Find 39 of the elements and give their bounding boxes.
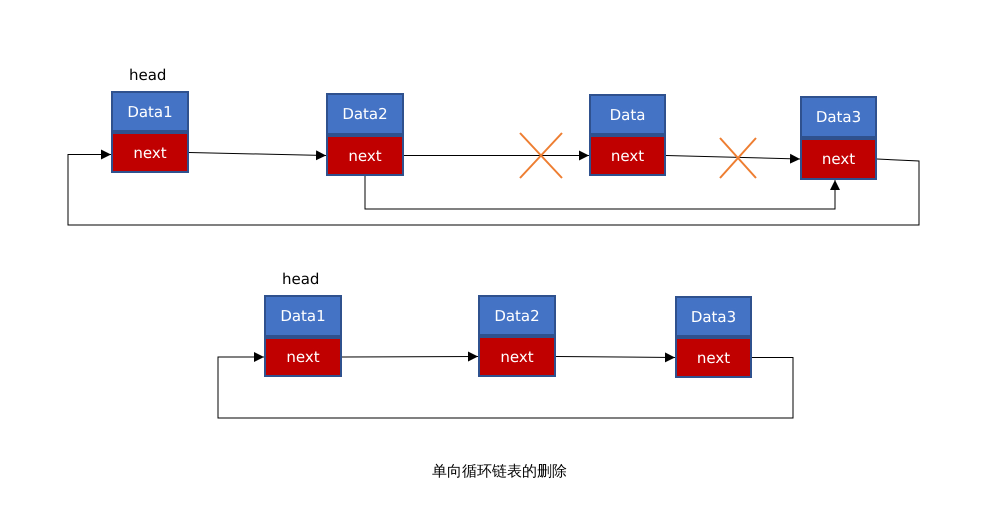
cell-label: Data2 bbox=[342, 105, 388, 123]
pointer-cell bbox=[478, 336, 556, 377]
pointer-label: head bbox=[282, 270, 320, 288]
cell-label: next bbox=[500, 348, 534, 366]
arrow bbox=[404, 150, 590, 160]
cell-label: Data3 bbox=[690, 308, 736, 326]
pointer-cell bbox=[111, 132, 189, 173]
pointer-label: head bbox=[129, 66, 166, 84]
cell-label: next bbox=[286, 348, 320, 366]
arrow bbox=[218, 352, 794, 418]
data-cell bbox=[264, 295, 342, 337]
arrow bbox=[188, 150, 326, 160]
cell-label: Data3 bbox=[816, 108, 862, 126]
cell-label: next bbox=[133, 144, 167, 162]
cell-label: next bbox=[348, 146, 382, 164]
pointer-cell bbox=[589, 135, 666, 176]
cell-label: next bbox=[822, 150, 856, 168]
arrow bbox=[556, 352, 676, 362]
pointer-cell bbox=[264, 337, 342, 377]
cell-label: Data1 bbox=[280, 307, 326, 325]
data-cell bbox=[111, 91, 189, 132]
data-cell bbox=[326, 93, 404, 135]
cell-label: Data1 bbox=[127, 102, 173, 120]
arrow bbox=[666, 154, 800, 164]
arrow bbox=[364, 176, 840, 210]
data-cell bbox=[675, 296, 752, 337]
arrow bbox=[68, 150, 920, 226]
data-cell bbox=[589, 94, 666, 135]
arrow bbox=[342, 352, 478, 362]
cell-label: next bbox=[610, 146, 644, 164]
cell-label: Data2 bbox=[494, 306, 540, 324]
data-cell bbox=[478, 295, 556, 336]
pointer-cell bbox=[326, 135, 404, 176]
cell-label: Data bbox=[610, 106, 646, 124]
data-cell bbox=[800, 96, 877, 138]
pointer-cell bbox=[675, 337, 752, 378]
cell-label: next bbox=[696, 348, 730, 366]
pointer-cell bbox=[800, 138, 877, 180]
caption: 单向循环链表的删除 bbox=[432, 462, 567, 481]
